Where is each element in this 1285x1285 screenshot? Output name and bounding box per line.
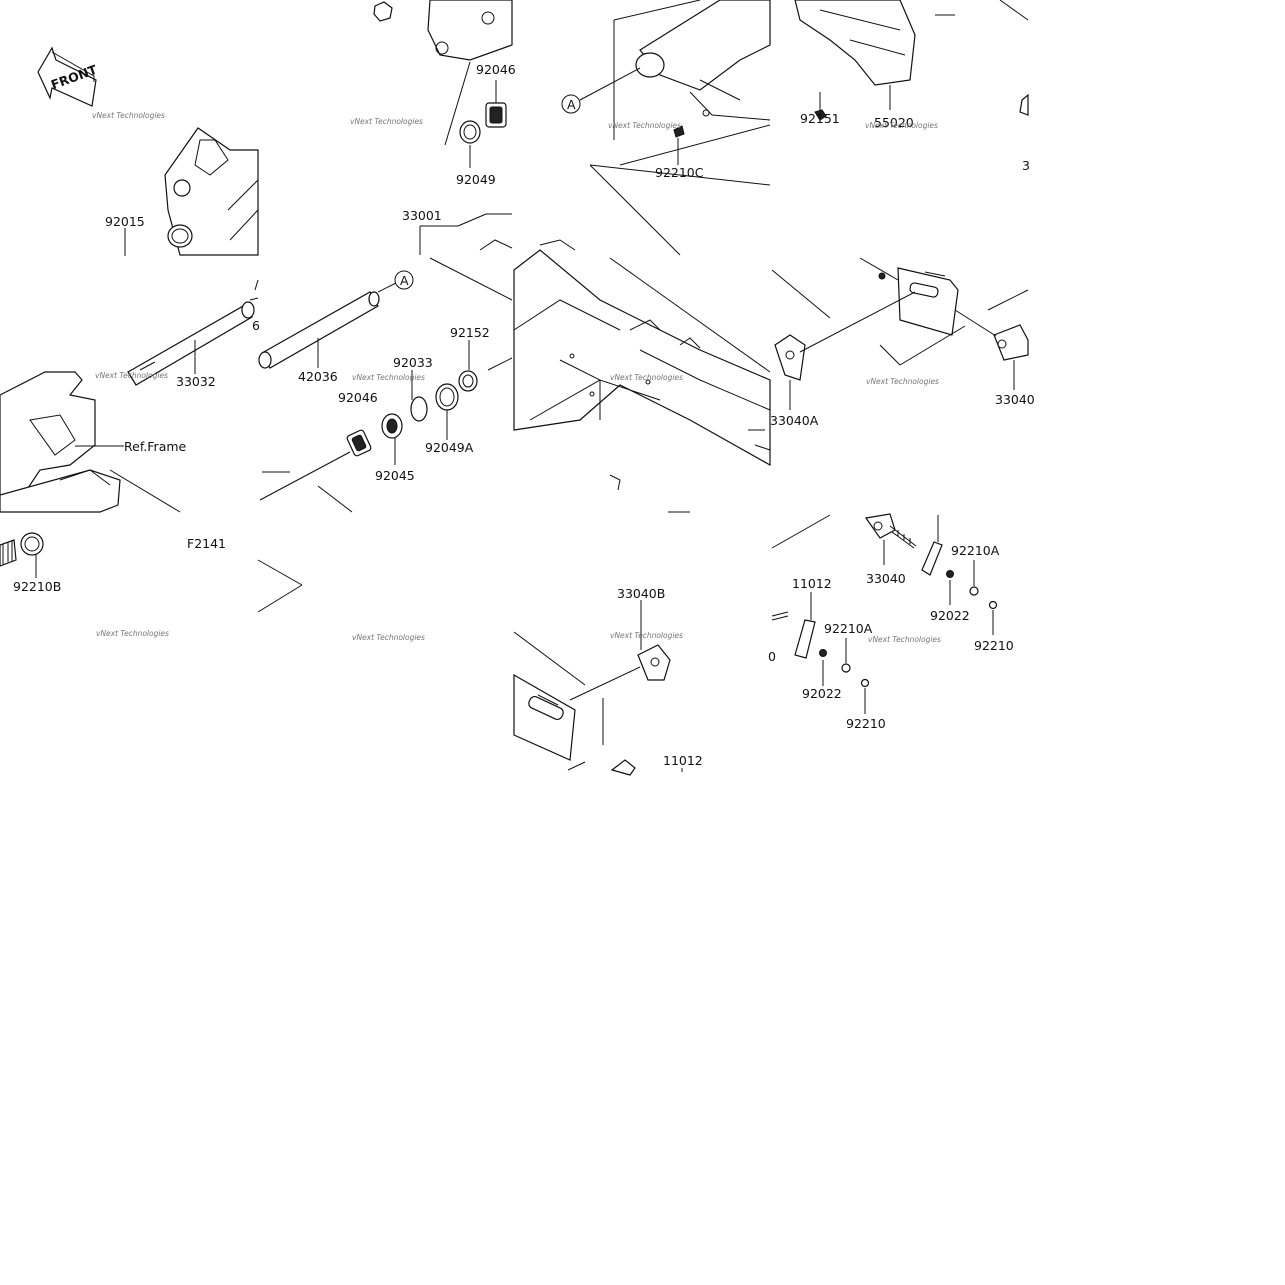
watermark: vNext Technologies <box>95 371 168 380</box>
watermark: vNext Technologies <box>610 373 683 382</box>
label-92022-2: 92022 <box>802 686 842 701</box>
label-55020: 55020 <box>874 115 914 130</box>
tile-swingarm-frame: vNext Technologies <box>479 239 771 513</box>
label-92210-1: 92210 <box>974 638 1014 653</box>
tile-adjuster-bolt-33040: 33040 92022 92210A 92210 11012 92022 922… <box>768 513 1014 731</box>
tile-adjuster-33040B: 33040B 11012 vNext Technologies <box>513 586 703 776</box>
label-92210C: 92210C <box>655 165 704 180</box>
label-92152: 92152 <box>450 325 490 340</box>
label-92210A-2: 92210A <box>824 621 873 636</box>
label-92049: 92049 <box>456 172 496 187</box>
label-33040A: 33040A <box>770 413 819 428</box>
label-33040: 33040 <box>866 571 906 586</box>
marker-a-mid: A <box>400 273 409 288</box>
watermark: vNext Technologies <box>868 635 941 644</box>
label-3-edge: 3 <box>1022 158 1030 173</box>
tile-front-arrow: FRONT 92015 vNext Technologies <box>37 46 259 256</box>
label-92033: 92033 <box>393 355 433 370</box>
label-92022-1: 92022 <box>930 608 970 623</box>
diagram-code: F2141 <box>187 536 226 551</box>
label-92049A: 92049A <box>425 440 474 455</box>
watermark: vNext Technologies <box>608 121 681 130</box>
label-11012-bottom: 11012 <box>663 753 703 768</box>
tile-chain-case: 92151 55020 3 vNext Technologies <box>794 0 1030 173</box>
label-92210-2: 92210 <box>846 716 886 731</box>
watermark: vNext Technologies <box>352 373 425 382</box>
label-33001: 33001 <box>402 208 442 223</box>
label-92210B: 92210B <box>13 579 61 594</box>
front-arrow-badge: FRONT <box>37 46 99 107</box>
label-92151: 92151 <box>800 111 840 126</box>
frame-upper-left <box>164 127 259 256</box>
watermark: vNext Technologies <box>96 629 169 638</box>
label-ref-frame: Ref.Frame <box>124 439 187 454</box>
label-92015: 92015 <box>105 214 145 229</box>
tile-frame-lines: vNext Technologies <box>257 559 425 642</box>
label-33040-edge: 33040 <box>995 392 1035 407</box>
watermark: vNext Technologies <box>352 633 425 642</box>
watermark: vNext Technologies <box>610 631 683 640</box>
watermark: vNext Technologies <box>865 121 938 130</box>
tile-adjuster-33040A: 33040A 33040 vNext Technologies <box>770 257 1035 428</box>
label-33040B: 33040B <box>617 586 665 601</box>
label-92045: 92045 <box>375 468 415 483</box>
watermark: vNext Technologies <box>350 117 423 126</box>
marker-a-top: A <box>567 97 576 112</box>
watermark: vNext Technologies <box>866 377 939 386</box>
tile-nut-92210B: 92210B F2141 vNext Technologies <box>0 532 226 638</box>
watermark: vNext Technologies <box>92 111 165 120</box>
label-33032: 33032 <box>176 374 216 389</box>
tile-bearings-top: 92046 92049 vNext Technologies <box>350 0 516 187</box>
tile-swingarm-pivot: A 92210C vNext Technologies <box>561 0 771 256</box>
label-42036: 42036 <box>298 369 338 384</box>
label-92046-mid: 92046 <box>338 390 378 405</box>
tile-collar-42036: 42036 A 33001 92152 92033 92046 92045 92… <box>258 208 513 513</box>
label-92046-top: 92046 <box>476 62 516 77</box>
tile-shaft-33032: 33032 Ref.Frame vNext Technologies 6 <box>0 279 260 513</box>
label-92210A-1: 92210A <box>951 543 1000 558</box>
label-11012-right: 11012 <box>792 576 832 591</box>
label-6-edge: 6 <box>252 318 260 333</box>
label-0-edge: 0 <box>768 649 776 664</box>
